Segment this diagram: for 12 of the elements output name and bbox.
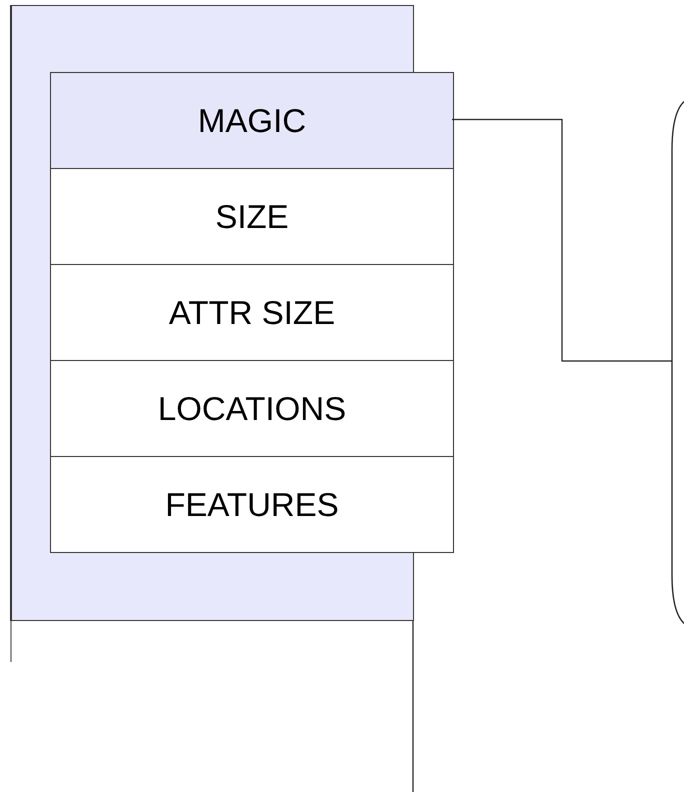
field-row — [50, 264, 454, 361]
bracket — [672, 100, 684, 625]
field-label: MAGIC — [198, 100, 306, 141]
field-label: SIZE — [215, 196, 289, 237]
field-label: ATTR SIZE — [168, 292, 336, 333]
field-row — [50, 168, 454, 265]
field-label: LOCATIONS — [158, 388, 346, 429]
field-row — [50, 360, 454, 457]
connector-line — [452, 118, 672, 362]
field-label: FEATURES — [165, 484, 339, 525]
field-row — [50, 72, 454, 169]
field-row — [50, 456, 454, 553]
